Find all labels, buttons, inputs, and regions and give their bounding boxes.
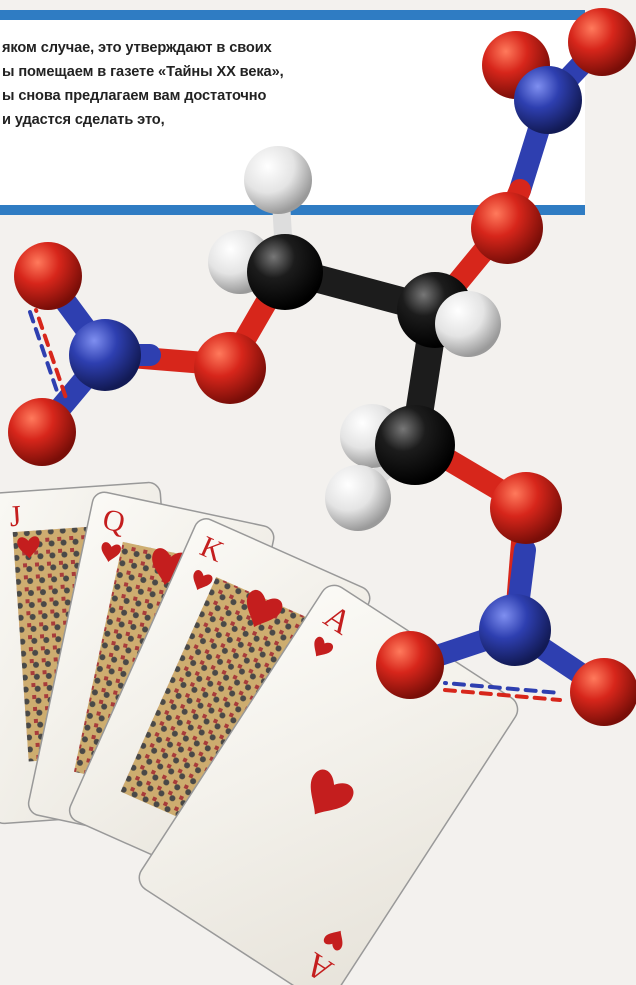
molecule-atoms — [8, 8, 636, 726]
oxygen-atom — [490, 472, 562, 544]
hydrogen-atom — [435, 291, 501, 357]
hydrogen-atom — [244, 146, 312, 214]
carbon-atom — [247, 234, 323, 310]
article-line-3: ы снова предлагаем вам достаточно — [2, 88, 267, 104]
hydrogen-atom — [325, 465, 391, 531]
top-blue-rule — [0, 10, 585, 20]
carbon-atom — [375, 405, 455, 485]
article-line-1: яком случае, это утверждают в своих — [2, 40, 272, 56]
oxygen-atom — [471, 192, 543, 264]
oxygen-atom — [568, 8, 636, 76]
oxygen-atom — [194, 332, 266, 404]
oxygen-atom — [14, 242, 82, 310]
nitrogen-atom — [69, 319, 141, 391]
article-line-2: ы помещаем в газете «Тайны XX века», — [2, 64, 284, 80]
article-line-4: и удастся сделать это, — [2, 112, 165, 128]
article-text: яком случае, это утверждают в своих ы по… — [2, 36, 432, 132]
oxygen-atom — [570, 658, 636, 726]
oxygen-atom — [376, 631, 444, 699]
card-jack-rank: J — [8, 499, 22, 533]
nitrogen-atom — [514, 66, 582, 134]
oxygen-atom — [8, 398, 76, 466]
nitrogen-atom — [479, 594, 551, 666]
